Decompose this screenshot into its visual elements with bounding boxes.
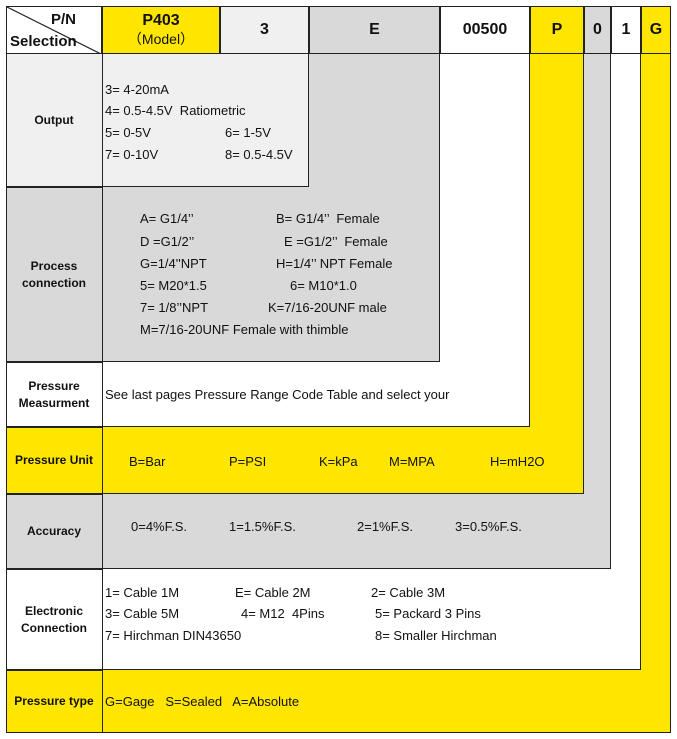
pm-divider: [102, 362, 104, 427]
type-code: G: [649, 21, 663, 38]
pressure-unit-label: Pressure Unit: [14, 453, 94, 467]
pt-divider: [102, 670, 104, 733]
output-option: 8= 0.5-4.5V: [225, 147, 293, 162]
output-option: 6= 1-5V: [225, 125, 271, 140]
pressure-measurement-text: See last pages Pressure Range Code Table…: [105, 387, 450, 402]
electronic-option: 3= Cable 5M: [105, 606, 180, 621]
pressure-type-text: G=Gage S=Sealed A=Absolute: [105, 694, 300, 709]
electronic-option: 5= Packard 3 Pins: [375, 606, 481, 621]
output-option: 3= 4-20mA: [105, 82, 169, 97]
process-option: 7= 1/8’’NPT: [140, 300, 209, 315]
elec-divider: [102, 569, 104, 670]
process-option: E =G1/2’’ Female: [284, 234, 388, 249]
accuracy-label: Accuracy: [26, 524, 82, 538]
electronic-option: 7= Hirchman DIN43650: [105, 628, 242, 643]
pressure-unit-option: M=MPA: [389, 454, 435, 469]
accuracy-option: 0=4%F.S.: [131, 519, 188, 534]
range-code: 00500: [462, 21, 508, 38]
electronic-option: E= Cable 2M: [235, 585, 311, 600]
process-label: Process connection: [21, 259, 86, 290]
separator: [6, 187, 102, 189]
pu-divider: [102, 427, 104, 494]
pressure-unit-option: H=mH2O: [490, 454, 545, 469]
process-option: D =G1/2’’: [140, 234, 195, 249]
accuracy-option: 3=0.5%F.S.: [455, 519, 522, 534]
separator: [6, 362, 102, 364]
process-option: B= G1/4’’ Female: [276, 211, 380, 226]
output-code: 3: [260, 21, 269, 38]
electronic-option: 4= M12 4Pins: [241, 606, 325, 621]
separator: [6, 670, 102, 672]
accuracy-option: 1=1.5%F.S.: [229, 519, 296, 534]
model-label: （Model）: [127, 31, 195, 47]
accuracy-code: 0: [593, 21, 602, 38]
pn-label: P/N: [51, 11, 77, 28]
process-option: H=1/4’’ NPT Female: [276, 256, 393, 271]
separator: [6, 494, 102, 496]
electronic-option: 8= Smaller Hirchman: [375, 628, 497, 643]
output-options: [102, 54, 309, 187]
process-option: A= G1/4’’: [140, 211, 194, 226]
pressure-unit-option: K=kPa: [319, 454, 358, 469]
selection-label: Selection: [10, 33, 77, 50]
acc-divider: [102, 494, 104, 569]
electronic-option: 1= Cable 1M: [105, 585, 180, 600]
electronic-option: 2= Cable 3M: [371, 585, 446, 600]
output-label: Output: [34, 113, 74, 127]
output-code-cell: 3: [220, 6, 309, 54]
output-option: 4= 0.5-4.5V Ratiometric: [105, 103, 246, 118]
electronic-code: 1: [621, 21, 631, 38]
accuracy-code-cell: 0: [584, 6, 611, 54]
process-option: M=7/16-20UNF Female with thimble: [140, 322, 349, 337]
process-option: 5= M20*1.5: [140, 278, 207, 293]
diagonal-line: [7, 7, 101, 53]
process-code: E: [369, 21, 380, 38]
unit-code: P: [551, 21, 563, 38]
electronic-code-cell: 1: [611, 6, 641, 54]
type-code-cell: G: [641, 6, 671, 54]
output-option: 5= 0-5V: [105, 125, 151, 140]
pressure-type-label: Pressure type: [14, 694, 94, 708]
accuracy-option: 2=1%F.S.: [357, 519, 414, 534]
separator: [6, 569, 102, 571]
unit-code-cell: P: [530, 6, 584, 54]
process-code-cell: E: [309, 6, 440, 54]
electronic-label: Electronic Connection: [21, 604, 87, 635]
process-option: G=1/4''NPT: [140, 256, 207, 271]
model-code: P403: [142, 12, 180, 29]
separator: [6, 427, 102, 429]
model-cell: P403 （Model）: [102, 6, 220, 54]
pressure-unit-option: B=Bar: [129, 454, 166, 469]
range-code-cell: 00500: [440, 6, 530, 54]
pressure-unit-option: P=PSI: [229, 454, 267, 469]
pn-selection-cell: P/N Selection: [6, 6, 102, 54]
pressure-measurement-label: Pressure Measurment: [18, 378, 90, 410]
process-option: K=7/16-20UNF male: [268, 300, 387, 315]
process-divider: [102, 187, 104, 362]
output-option: 7= 0-10V: [105, 147, 159, 162]
process-option: 6= M10*1.0: [290, 278, 357, 293]
